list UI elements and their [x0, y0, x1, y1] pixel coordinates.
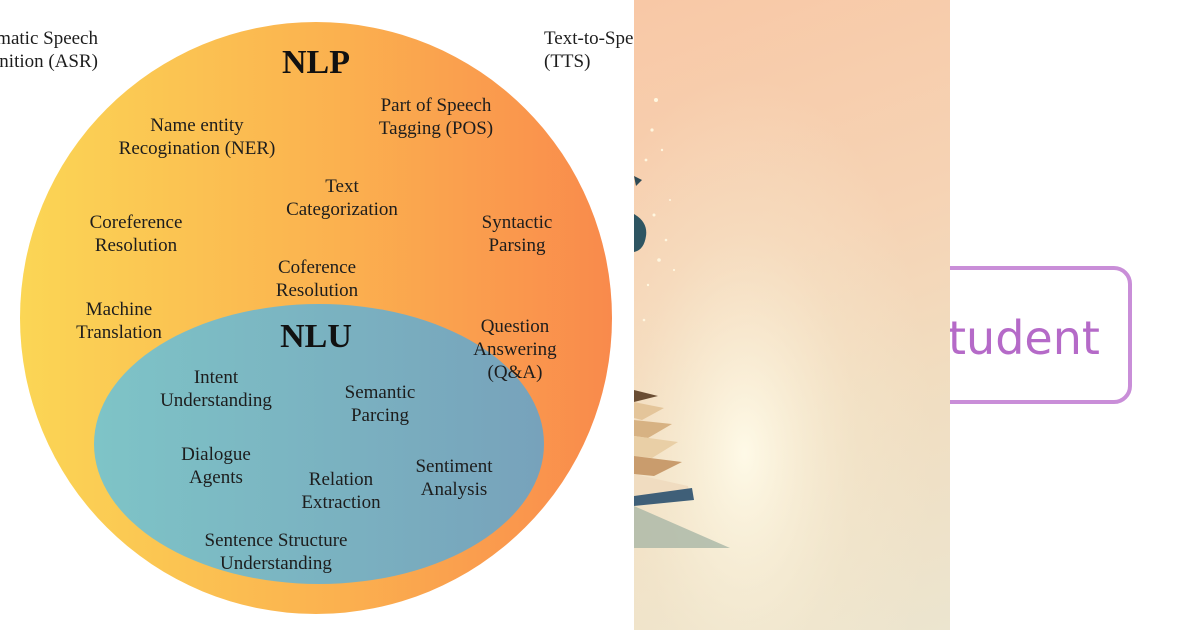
outside-label-tts: Text-to-Speech(TTS): [544, 28, 634, 72]
nlu-title: NLU: [280, 318, 352, 355]
nlp-title: NLP: [282, 44, 350, 81]
badge-panel: tudent: [950, 0, 1200, 630]
nlu-ellipse: [94, 304, 544, 584]
ornament-ball: [634, 214, 647, 252]
nlp-diagram: Automatic SpeechRecognition (ASR) Text-t…: [0, 22, 634, 614]
diagram-graphic: [20, 22, 612, 614]
book-stack: [634, 390, 730, 548]
outside-label-asr: Automatic SpeechRecognition (ASR): [0, 28, 98, 72]
illustration-graphic: [634, 0, 950, 630]
student-badge: [950, 266, 1132, 404]
sparkles: [642, 98, 676, 322]
student-badge-label: tudent: [950, 311, 1100, 365]
star-ornament: [634, 176, 642, 186]
book-tree-illustration: [634, 0, 950, 630]
